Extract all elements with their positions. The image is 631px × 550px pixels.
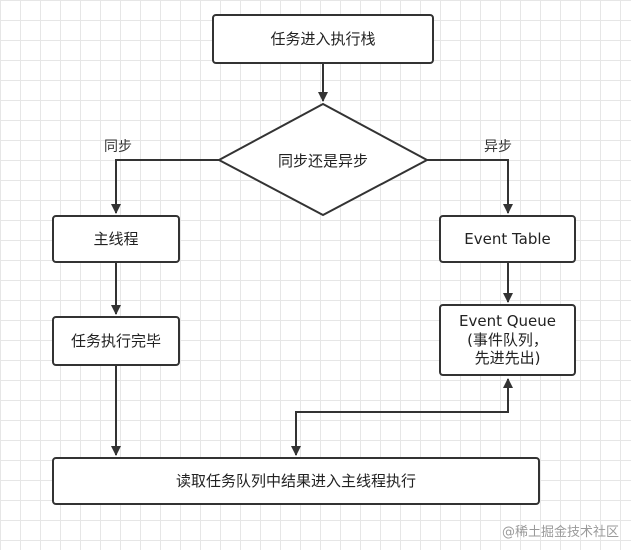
node-event-table-label: Event Table	[464, 229, 551, 248]
edge-decision-to-event-table	[427, 159, 513, 214]
node-read-queue: 读取任务队列中结果进入主线程执行	[52, 457, 540, 505]
node-main-thread-label: 主线程	[93, 229, 139, 248]
watermark: @稀土掘金技术社区	[501, 525, 619, 540]
edge-label-sync: 同步	[104, 139, 132, 155]
node-event-table: Event Table	[439, 215, 576, 263]
node-read-queue-label: 读取任务队列中结果进入主线程执行	[175, 471, 416, 490]
decision-diamond	[216, 102, 430, 217]
decision-label: 同步还是异步	[277, 152, 368, 170]
node-task-done: 任务执行完毕	[52, 316, 180, 366]
edge-event-queue-to-read-queue	[291, 389, 509, 456]
edge-decision-to-main-thread	[111, 159, 219, 214]
node-event-queue-line1: Event Queue	[458, 311, 557, 330]
node-event-queue-line3: 先进先出)	[474, 349, 541, 368]
node-task-done-label: 任务执行完毕	[70, 331, 161, 350]
node-start: 任务进入执行栈	[212, 14, 434, 64]
node-start-label: 任务进入执行栈	[270, 29, 376, 48]
edge-label-async: 异步	[484, 139, 512, 155]
node-main-thread: 主线程	[52, 215, 180, 263]
node-event-queue: Event Queue (事件队列， 先进先出)	[439, 304, 576, 376]
node-event-queue-line2: (事件队列，	[467, 330, 548, 349]
decision-label-wrapper: 同步还是异步	[268, 150, 378, 171]
